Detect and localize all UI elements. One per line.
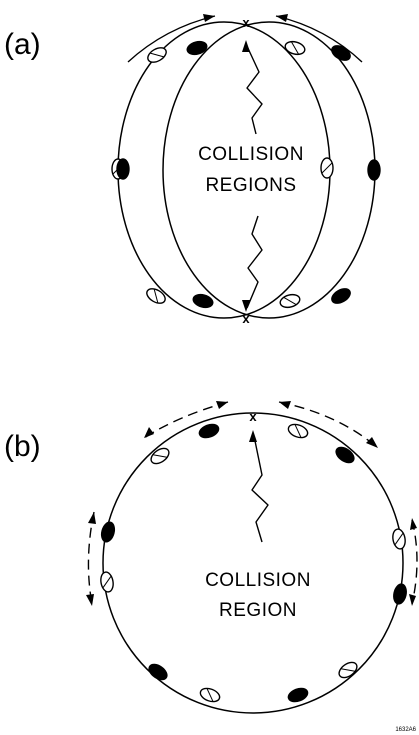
bunch-open-icon — [143, 285, 169, 307]
arrowhead-pointer-bottom-a — [242, 300, 250, 312]
arrowhead-clockwise-a — [203, 14, 215, 22]
ring-left — [117, 21, 331, 319]
bunch-solid-icon — [98, 520, 118, 544]
panel-a: (a) x x COLLISION REGIONS — [4, 14, 381, 326]
collision-region-line2: REGION — [219, 600, 297, 621]
bunch-solid-icon — [367, 159, 381, 181]
bunch-solid-icon — [391, 582, 409, 606]
bunch-solid-icon — [332, 443, 358, 467]
arrowhead-counterclockwise-a — [276, 14, 288, 22]
bunch-open-icon — [335, 658, 361, 682]
bunch-open-icon — [98, 570, 116, 594]
crossing-mark-bottom: x — [242, 311, 250, 326]
arrowhead-dashed-left-b — [86, 594, 94, 606]
arrowhead-dashed-right-a — [410, 518, 417, 530]
arrowhead-pointer-b — [249, 430, 257, 442]
bunch-open-icon — [320, 157, 334, 179]
pointer-bottom-a — [246, 215, 263, 309]
panel-b-label: (b) — [4, 430, 41, 463]
bunch-open-icon — [285, 421, 311, 441]
bunch-solid-icon — [196, 421, 222, 441]
arrowhead-dashed-right-b — [409, 594, 416, 606]
bunch-open-icon — [283, 38, 307, 58]
bunch-open-icon — [278, 291, 302, 311]
ring-right — [162, 21, 376, 319]
bunch-solid-icon — [191, 291, 215, 311]
collision-regions-line1: COLLISION — [198, 144, 304, 165]
crossing-mark-b: x — [249, 409, 257, 424]
panel-b: (b) x COLLISION REG — [4, 401, 418, 714]
ring-single — [102, 412, 404, 714]
collision-region-line1: COLLISION — [205, 570, 311, 591]
crossing-mark-top: x — [242, 15, 250, 30]
bunch-solid-icon — [185, 38, 209, 58]
arrowhead-dashed-top-left-b — [144, 427, 154, 438]
arrow-dashed-left — [87, 511, 95, 605]
bunch-solid-icon — [285, 685, 311, 705]
arrowhead-pointer-top-a — [242, 40, 250, 52]
arrowhead-dashed-top-right-b — [366, 437, 378, 448]
bunch-solid-icon — [116, 158, 130, 180]
panel-a-label: (a) — [4, 28, 41, 61]
arrow-dashed-right — [411, 519, 418, 605]
arrowhead-dashed-top-right-a — [279, 401, 291, 409]
bunch-open-icon — [147, 444, 173, 468]
pointer-b — [251, 435, 269, 543]
bunch-solid-icon — [145, 660, 171, 684]
arrowhead-dashed-left-a — [88, 512, 96, 524]
bunch-open-icon — [390, 527, 408, 551]
bunch-solid-icon — [328, 42, 354, 64]
collision-regions-line2: REGIONS — [205, 175, 296, 196]
bunch-open-icon — [197, 685, 223, 705]
figure-id: 1632A6 — [395, 727, 416, 733]
pointer-top-a — [245, 43, 263, 135]
arrowhead-dashed-top-left-a — [216, 401, 228, 409]
